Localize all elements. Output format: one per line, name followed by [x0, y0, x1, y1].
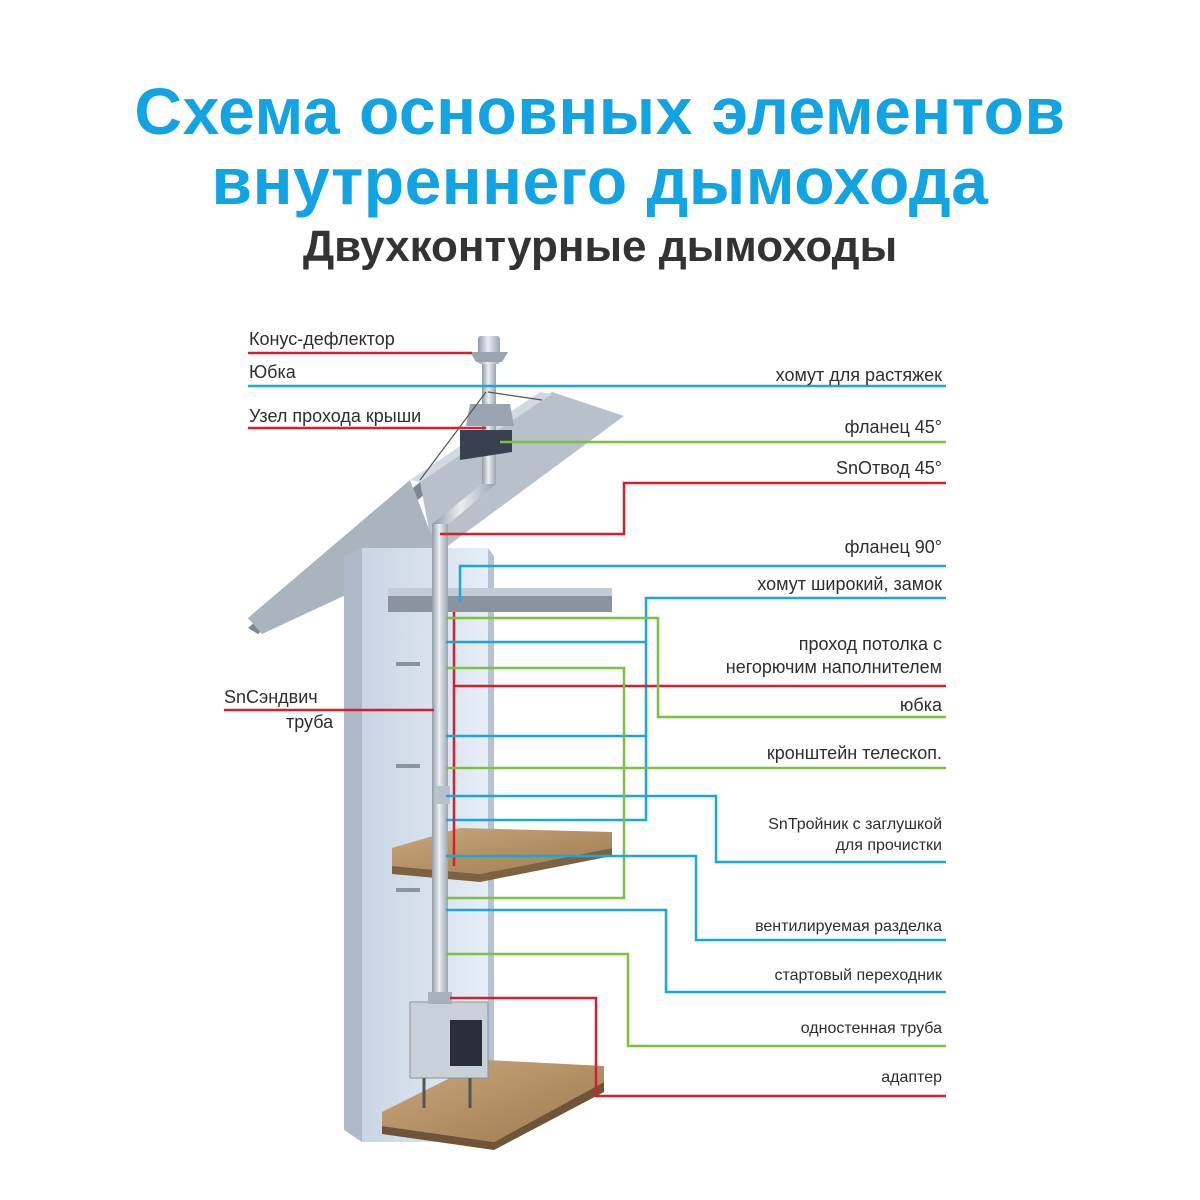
- label-ceiling-passage-line1: проход потолка с: [798, 634, 942, 654]
- label-wide-clamp: хомут широкий, замок: [757, 574, 942, 594]
- chimney-pipe: [419, 336, 543, 992]
- label-roof-passage: Узел прохода крыши: [249, 406, 422, 426]
- label-adapter: адаптер: [881, 1069, 942, 1086]
- label-elbow-45: SnОтвод 45°: [836, 458, 942, 478]
- label-sandwich-line2: труба: [286, 712, 334, 732]
- label-single-pipe: одностенная труба: [800, 1020, 942, 1037]
- label-tee-line2: для прочистки: [835, 837, 942, 854]
- label-bracket: кронштейн телескоп.: [766, 743, 942, 763]
- ceiling-slab: [388, 588, 612, 612]
- title-line-1: Схема основных элементов: [134, 74, 1066, 148]
- label-cone-deflector: Конус-дефлектор: [249, 329, 395, 349]
- label-tee-line1: SnТройник с заглушкой: [768, 816, 942, 833]
- label-ceiling-passage-line2: негорючим наполнителем: [725, 657, 942, 677]
- label-sandwich-line1: SnСэндвич: [224, 687, 318, 707]
- label-stretch-clamp: хомут для растяжек: [775, 365, 942, 385]
- label-flange-90: фланец 90°: [844, 537, 942, 557]
- label-skirt-top: Юбка: [249, 362, 296, 382]
- leader-lines: [224, 351, 946, 1098]
- label-start-adapter: стартовый переходник: [774, 967, 942, 984]
- label-skirt: юбка: [899, 695, 942, 715]
- roof: [248, 392, 624, 634]
- wall-brackets: [396, 662, 420, 892]
- wooden-floor-bottom: [382, 1060, 604, 1150]
- label-ventilated-cut: вентилируемая разделка: [755, 918, 942, 935]
- title-line-2: внутреннего дымохода: [211, 144, 989, 218]
- stove: [409, 992, 489, 1108]
- subtitle: Двухконтурные дымоходы: [302, 222, 898, 271]
- label-flange-45: фланец 45°: [844, 417, 942, 437]
